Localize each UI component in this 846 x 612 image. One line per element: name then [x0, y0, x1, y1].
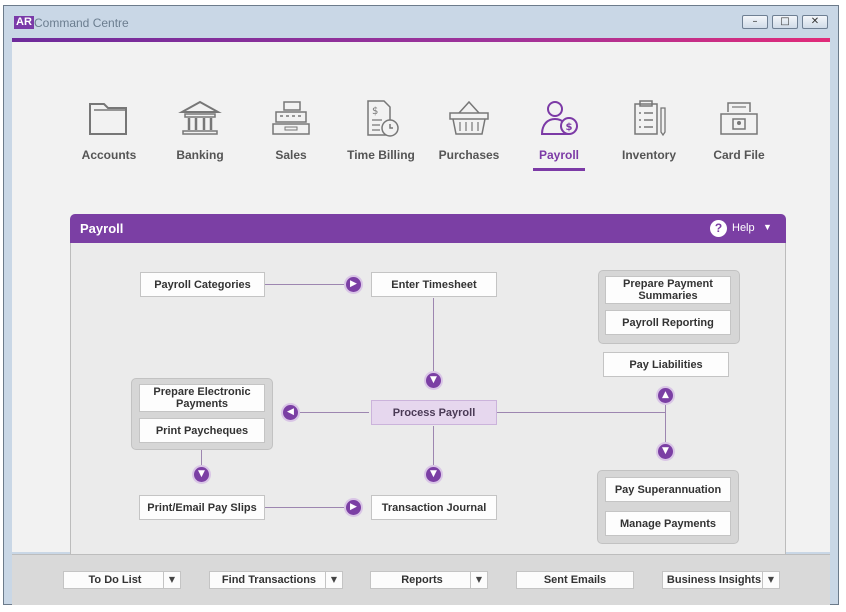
connector-line [201, 450, 202, 475]
arrow-down-icon: ▼ [658, 444, 673, 459]
connector-line [665, 403, 666, 445]
nav-label: Sales [275, 148, 307, 162]
reports-label: Reports [401, 574, 443, 586]
nav-item-time-billing[interactable]: $ Time Billing [336, 98, 426, 162]
connector-line [497, 412, 665, 413]
nav-item-purchases[interactable]: Purchases [424, 98, 514, 162]
to-do-list-button[interactable]: To Do List ▼ [63, 571, 181, 589]
chevron-down-icon[interactable]: ▼ [163, 572, 180, 588]
bank-icon [178, 100, 222, 135]
business-insights-button[interactable]: Business Insights ▼ [662, 571, 780, 589]
footer-bar: To Do List ▼ Find Transactions ▼ Reports… [12, 554, 830, 605]
process-payroll-button[interactable]: Process Payroll [371, 400, 497, 425]
transaction-journal-button[interactable]: Transaction Journal [371, 495, 497, 520]
nav-label: Time Billing [347, 148, 415, 162]
nav-label: Payroll [538, 148, 580, 162]
arrow-down-icon: ▼ [194, 467, 209, 482]
nav-label: Inventory [621, 148, 676, 162]
cash-register-icon [272, 101, 310, 135]
prepare-electronic-payments-button[interactable]: Prepare Electronic Payments [139, 384, 265, 412]
connector-line [297, 412, 369, 413]
find-transactions-button[interactable]: Find Transactions ▼ [209, 571, 343, 589]
arrow-down-icon: ▼ [426, 467, 441, 482]
pay-liabilities-button[interactable]: Pay Liabilities [603, 352, 729, 377]
connector-line [265, 284, 349, 285]
arrow-left-icon: ◀ [283, 405, 298, 420]
svg-text:$: $ [566, 122, 573, 133]
panel-header: Payroll ? Help ▼ [70, 214, 786, 243]
command-centre-content: Accounts Banking Sales [12, 42, 830, 569]
to-do-list-label: To Do List [88, 574, 142, 586]
accent-bar [12, 38, 830, 42]
person-dollar-icon: $ [540, 101, 578, 135]
arrow-right-icon: ▶ [346, 500, 361, 515]
clipboard-icon [634, 100, 666, 137]
nav-label: Card File [713, 148, 765, 162]
connector-line [433, 426, 434, 475]
business-insights-label: Business Insights [666, 574, 762, 586]
window-title: Command Centre [34, 16, 129, 30]
nav-item-inventory[interactable]: Inventory [604, 98, 694, 162]
active-tab-indicator [533, 168, 585, 171]
manage-payments-button[interactable]: Manage Payments [605, 511, 731, 536]
nav-item-banking[interactable]: Banking [155, 98, 245, 162]
nav-item-accounts[interactable]: Accounts [64, 98, 154, 162]
reports-button[interactable]: Reports ▼ [370, 571, 488, 589]
payroll-panel: Payroll ? Help ▼ Payroll Categories Ente… [70, 214, 786, 569]
nav-item-card-file[interactable]: Card File [694, 98, 784, 162]
nav-label: Purchases [438, 148, 500, 162]
payroll-categories-button[interactable]: Payroll Categories [140, 272, 265, 297]
help-dropdown-icon[interactable]: ▼ [763, 222, 772, 232]
find-transactions-label: Find Transactions [221, 574, 317, 586]
nav-label: Banking [176, 148, 224, 162]
panel-title: Payroll [80, 221, 124, 236]
print-paycheques-button[interactable]: Print Paycheques [139, 418, 265, 443]
nav-item-sales[interactable]: Sales [246, 98, 336, 162]
close-button[interactable]: ✕ [802, 15, 828, 29]
help-icon[interactable]: ? [710, 220, 727, 237]
maximize-button[interactable]: □ [772, 15, 798, 29]
pay-superannuation-button[interactable]: Pay Superannuation [605, 477, 731, 502]
arrow-up-icon: ▲ [658, 388, 673, 403]
enter-timesheet-button[interactable]: Enter Timesheet [371, 272, 497, 297]
svg-text:$: $ [372, 106, 378, 117]
basket-icon [449, 100, 489, 135]
sent-emails-button[interactable]: Sent Emails [516, 571, 634, 589]
prepare-payment-summaries-button[interactable]: Prepare Payment Summaries [605, 276, 731, 304]
chevron-down-icon[interactable]: ▼ [325, 572, 342, 588]
title-bar: AR Command Centre – □ ✕ [4, 6, 838, 38]
connector-line [433, 298, 434, 380]
chevron-down-icon[interactable]: ▼ [470, 572, 487, 588]
payroll-reporting-button[interactable]: Payroll Reporting [605, 310, 731, 335]
chevron-down-icon[interactable]: ▼ [762, 572, 779, 588]
arrow-right-icon: ▶ [346, 277, 361, 292]
command-centre-window: AR Command Centre – □ ✕ Accounts Banking [3, 5, 839, 605]
nav-item-payroll[interactable]: $ Payroll [514, 98, 604, 171]
minimize-button[interactable]: – [742, 15, 768, 29]
arrow-down-icon: ▼ [426, 373, 441, 388]
nav-label: Accounts [81, 148, 137, 162]
print-email-pay-slips-button[interactable]: Print/Email Pay Slips [139, 495, 265, 520]
timesheet-clock-icon: $ [367, 100, 399, 137]
sent-emails-label: Sent Emails [543, 574, 607, 586]
folder-icon [89, 103, 127, 135]
card-file-icon [720, 102, 758, 135]
app-logo: AR [14, 16, 34, 29]
connector-line [265, 507, 349, 508]
help-button[interactable]: Help [732, 222, 755, 234]
